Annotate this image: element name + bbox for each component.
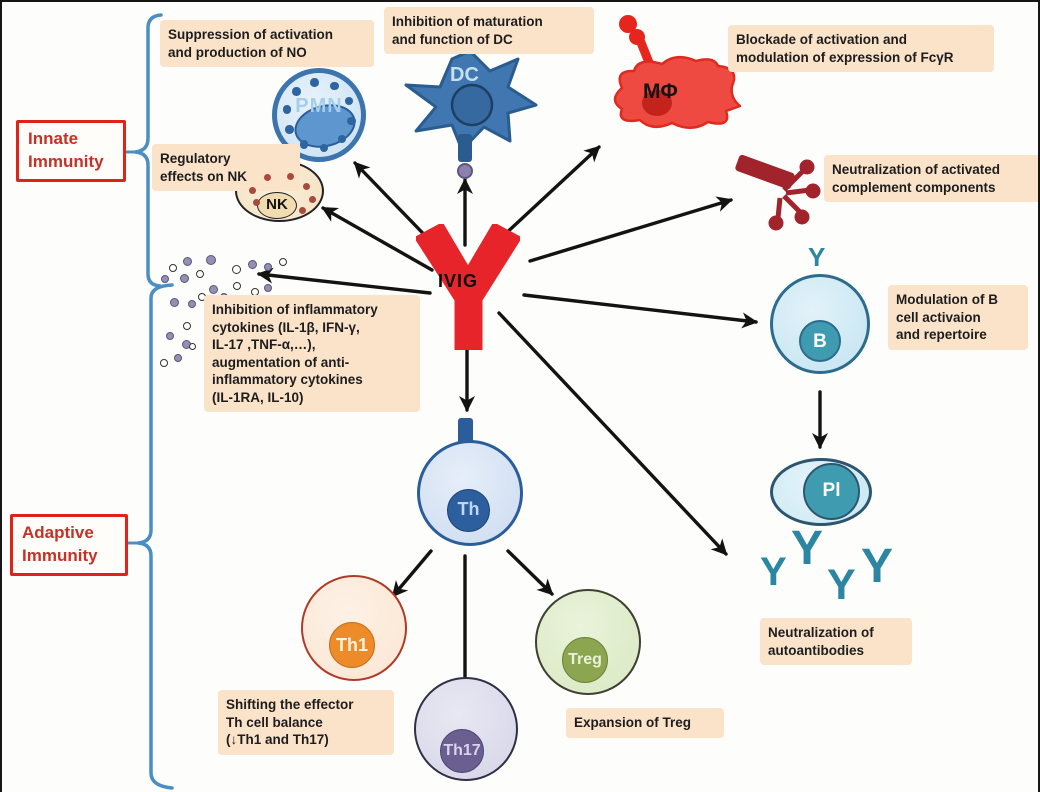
b-cell-receptor-icon: Y [808,242,826,272]
note-b-cell: Modulation of B cell activaion and reper… [888,285,1028,350]
cytokine-dot [188,300,196,308]
ivig-antibody-icon [416,224,520,350]
note-pmn: Suppression of activation and production… [160,20,374,68]
note-cytokines: Inhibition of inflammatory cytokines (IL… [204,295,420,413]
cytokine-dot [174,354,182,362]
cytokine-dot [166,332,174,340]
th-nucleus: Th [447,489,490,532]
macrophage-cell [613,15,742,129]
treg-nucleus: Treg [562,637,608,683]
b-cell-nucleus: B [799,320,841,362]
cytokine-dot [183,322,191,330]
dc-receptor-ball [457,163,473,179]
note-autoantibodies: Neutralization of autoantibodies [760,618,912,666]
pmn-granule [282,105,291,114]
cytokine-dot [264,263,272,271]
pmn-granule [292,87,301,96]
nk-granule [309,196,316,203]
adaptive-immunity-label: Adaptive Immunity [10,514,128,576]
th1-label: Th1 [335,635,368,655]
effect-arrow [522,293,758,329]
cytokine-dot [160,359,168,367]
pmn-granule [310,78,319,87]
nk-label: NK [266,196,288,213]
note-treg-expansion: Expansion of Treg [566,708,724,738]
nk-granule [299,207,306,214]
autoantibody-y-icon: Y [760,550,787,594]
innate-immunity-label: Innate Immunity [16,120,126,182]
cytokine-dot [279,258,287,266]
th17-nucleus: Th17 [440,729,484,773]
pmn-granule [337,134,347,144]
cytokine-dot [161,275,169,283]
cytokine-dot [196,270,204,278]
cytokine-dot [180,274,189,283]
macrophage-label: MΦ [643,80,678,103]
complement-components-icon [735,154,821,231]
nk-granule [264,174,271,181]
cytokine-dot [170,298,179,307]
th1-nucleus: Th1 [329,622,375,668]
ivig-label: IVIG [438,271,479,291]
nk-granule [287,173,294,180]
cytokine-dot [209,285,218,294]
effect-arrow [321,206,434,272]
nk-granule [253,199,260,206]
b-cell-label: B [813,331,827,352]
effect-arrow [528,196,733,263]
cytokine-dot [233,282,241,290]
dc-receptor-stem [458,134,472,162]
autoantibody-y-icon: Y [861,540,894,593]
treg-label: Treg [568,651,602,668]
effect-arrow [506,549,554,596]
note-complement: Neutralization of activated complement c… [824,155,1038,203]
pmn-granule [299,140,308,149]
dc-cell [404,49,538,152]
note-macrophage: Blockade of activation and modulation of… [728,25,994,73]
effect-arrow [497,311,728,556]
pmn-granule [330,81,339,91]
nk-granule [249,187,256,194]
th-label: Th [457,499,480,519]
effect-arrow [391,549,433,598]
cytokine-dot [232,265,241,274]
pmn-granule [347,116,356,126]
note-th-balance: Shifting the effector Th cell balance (↓… [218,690,394,755]
cytokine-dot [183,257,192,266]
ivig-effect-arrows [257,145,828,695]
note-nk: Regulatory effects on NK [152,144,300,192]
pmn-cell: PMN [272,68,366,162]
pmn-granule [285,125,294,134]
cytokine-dot [206,255,216,265]
cytokine-dot [264,284,272,292]
note-dc: Inhibition of maturation and function of… [384,7,594,55]
effect-arrow [257,267,432,295]
pmn-label: PMN [295,95,343,117]
effect-arrow [500,145,601,239]
cytokine-dot [248,260,257,269]
pmn-granule [344,96,354,106]
autoantibody-y-icon: Y [827,561,856,609]
plasma-cell-nucleus: Pl [803,463,860,520]
cytokine-dot [189,343,196,350]
pmn-granule [319,143,329,153]
dc-label: DC [450,64,479,86]
plasma-cell-label: Pl [822,480,841,501]
nk-granule [303,183,310,190]
th-receptor [458,418,473,446]
nk-nucleus: NK [257,192,297,219]
autoantibody-y-icon: Y [791,522,824,575]
th17-label: Th17 [443,742,481,759]
cytokine-dot [169,264,177,272]
